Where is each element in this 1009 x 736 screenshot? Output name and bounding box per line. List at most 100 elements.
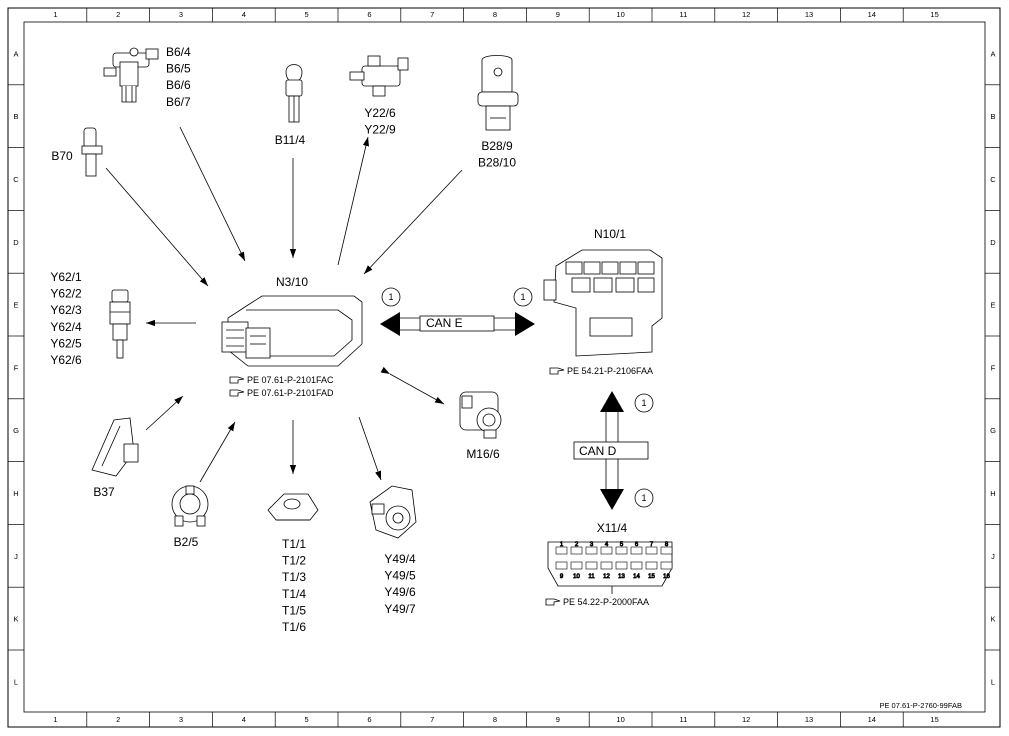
grid-col-top-10: 10 xyxy=(616,10,624,19)
can-d-arrowhead-up xyxy=(600,391,624,412)
reference-hand-icon xyxy=(549,367,565,375)
grid-row-right-H: H xyxy=(990,489,995,498)
reference-n310-1: PE 07.61-P-2101FAD xyxy=(247,388,334,398)
arrow-b70-to-n310 xyxy=(105,167,209,287)
crankshaft-sensor-b70-icon xyxy=(81,127,103,177)
obd-pin-number-2: 2 xyxy=(575,542,579,548)
obd-pin-9 xyxy=(555,561,568,570)
grid-row-left-K: K xyxy=(13,615,18,624)
coolant-temp-sensor-b11-icon xyxy=(285,64,303,123)
label-y22-1: Y22/9 xyxy=(364,123,396,137)
obd-pin-8 xyxy=(660,546,673,555)
obd-pin-number-1: 1 xyxy=(560,542,564,548)
grid-row-right-D: D xyxy=(990,238,996,247)
grid-col-top-7: 7 xyxy=(430,10,434,19)
grid-col-top-9: 9 xyxy=(556,10,560,19)
obd-pin-number-16: 16 xyxy=(663,574,670,580)
obd-pin-1 xyxy=(555,546,568,555)
engine-control-unit-n310-icon xyxy=(221,295,363,367)
label-t1-0: T1/1 xyxy=(282,537,306,551)
arrow-b6-to-n310 xyxy=(179,126,246,262)
obd-pin-number-14: 14 xyxy=(633,574,640,580)
reference-n310-0: PE 07.61-P-2101FAC xyxy=(247,375,334,385)
component-labels: B6/4B6/5B6/6B6/7B11/4Y22/6Y22/9B28/9B28/… xyxy=(50,45,627,634)
label-t1-5: T1/6 xyxy=(282,620,306,634)
label-y62-3: Y62/4 xyxy=(50,320,82,334)
pressure-sensor-b28-icon xyxy=(477,55,519,131)
obd-pin-number-11: 11 xyxy=(588,574,595,580)
grid-col-bottom-2: 2 xyxy=(116,715,120,724)
air-mass-sensor-b25-icon xyxy=(171,485,209,527)
grid-row-left-C: C xyxy=(13,175,19,184)
outer-frame xyxy=(7,7,1001,728)
can-d-marker-bottom: 1 xyxy=(641,493,646,503)
reference-hand-icon xyxy=(229,389,245,397)
label-n310-0: N3/10 xyxy=(276,275,308,289)
grid-row-left-F: F xyxy=(14,363,19,372)
grid-row-left-L: L xyxy=(14,677,18,686)
arrow-b37-to-n310 xyxy=(145,395,184,431)
grid-row-left-H: H xyxy=(13,489,18,498)
obd-pin-number-10: 10 xyxy=(573,574,580,580)
grid-col-bottom-7: 7 xyxy=(430,715,434,724)
grid-ticks xyxy=(8,8,1000,727)
grid-col-bottom-1: 1 xyxy=(53,715,57,724)
grid-row-right-K: K xyxy=(990,615,995,624)
label-b37-0: B37 xyxy=(93,485,115,499)
label-b28-0: B28/9 xyxy=(481,139,513,153)
fuel-injector-y62-icon xyxy=(109,289,131,359)
grid-row-right-J: J xyxy=(991,552,995,561)
can-e-arrowhead-left xyxy=(380,312,400,336)
grid-row-right-E: E xyxy=(990,301,995,310)
obd-pin-11 xyxy=(585,561,598,570)
label-t1-3: T1/4 xyxy=(282,587,306,601)
label-y49-0: Y49/4 xyxy=(384,552,416,566)
arrow-n310-to-y49 xyxy=(358,416,382,481)
grid-col-top-14: 14 xyxy=(868,10,876,19)
label-b6-1: B6/5 xyxy=(166,62,191,76)
grid-col-bottom-14: 14 xyxy=(868,715,876,724)
grid-col-bottom-8: 8 xyxy=(493,715,497,724)
can-e-bus: CAN E 1 1 xyxy=(380,287,535,336)
grid-col-bottom-4: 4 xyxy=(242,715,246,724)
obd-pin-13 xyxy=(615,561,628,570)
grid-col-bottom-3: 3 xyxy=(179,715,183,724)
label-y62-1: Y62/2 xyxy=(50,287,82,301)
label-x114-0: X11/4 xyxy=(597,521,628,535)
accelerator-pedal-b37-icon xyxy=(91,417,139,477)
grid-col-top-6: 6 xyxy=(367,10,371,19)
grid-row-right-L: L xyxy=(991,677,995,686)
label-y62-4: Y62/5 xyxy=(50,336,82,350)
grid-row-left-B: B xyxy=(13,112,18,121)
label-n101-0: N10/1 xyxy=(594,227,626,241)
grid-col-bottom-6: 6 xyxy=(367,715,371,724)
grid-col-top-11: 11 xyxy=(680,10,688,19)
label-y22-0: Y22/6 xyxy=(364,106,396,120)
arrow-b28-to-n310 xyxy=(363,169,463,275)
can-e-marker-right: 1 xyxy=(520,292,525,302)
grid-col-top-4: 4 xyxy=(242,10,246,19)
grid-row-left-A: A xyxy=(13,49,18,58)
grid-row-left-J: J xyxy=(14,552,18,561)
inner-frame xyxy=(23,21,986,713)
arrow-b25-to-n310 xyxy=(199,421,236,483)
reference-hand-icon xyxy=(545,598,561,606)
obd-pin-5 xyxy=(615,546,628,555)
grid-row-right-B: B xyxy=(990,112,995,121)
label-m166-0: M16/6 xyxy=(466,447,500,461)
label-t1-1: T1/2 xyxy=(282,554,306,568)
label-b25-0: B2/5 xyxy=(174,535,199,549)
grid-row-right-A: A xyxy=(990,49,995,58)
grid-row-left-E: E xyxy=(13,301,18,310)
label-y49-3: Y49/7 xyxy=(384,602,416,616)
label-b6-0: B6/4 xyxy=(166,45,191,59)
ignition-coil-t1-icon xyxy=(267,493,319,521)
grid-row-right-F: F xyxy=(991,363,996,372)
obd-pin-number-8: 8 xyxy=(665,542,669,548)
grid-row-right-G: G xyxy=(990,426,996,435)
obd-pin-number-13: 13 xyxy=(618,574,625,580)
grid-row-left-D: D xyxy=(13,238,19,247)
grid-col-top-1: 1 xyxy=(53,10,57,19)
grid-col-bottom-13: 13 xyxy=(805,715,813,724)
